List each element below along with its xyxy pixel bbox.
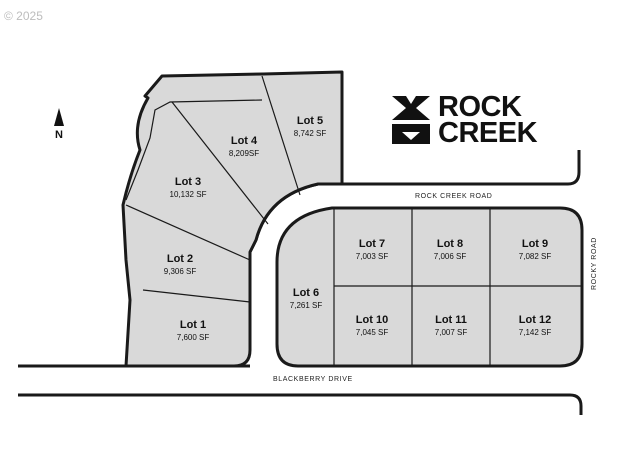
rock-creek-road-north-edge <box>342 150 581 186</box>
lot-name: Lot 4 <box>230 135 258 147</box>
north-arrow-icon <box>54 108 64 126</box>
logo-text-line-1: ROCK <box>438 91 522 123</box>
lot-lines-east <box>333 208 582 366</box>
lot-area: 10,132 SF <box>169 190 207 199</box>
logo-text-line-2: CREEK <box>438 117 538 149</box>
blackberry-drive-south-edge <box>18 393 583 415</box>
lot-area: 8,209SF <box>228 149 260 158</box>
lot-name: Lot 12 <box>518 314 552 326</box>
road-label-blackberry: BLACKBERRY DRIVE <box>273 376 353 383</box>
lot-7-label: Lot 7 7,003 SF <box>356 238 388 262</box>
lot-name: Lot 7 <box>358 238 386 250</box>
road-label-rocky: ROCKY ROAD <box>591 237 598 290</box>
lot-name: Lot 1 <box>179 319 207 331</box>
lot-area: 7,006 SF <box>433 252 467 261</box>
lot-name: Lot 10 <box>355 314 389 326</box>
lot-11-label: Lot 11 7,007 SF <box>435 314 467 338</box>
lot-1-label: Lot 1 7,600 SF <box>177 319 209 343</box>
north-label: N <box>55 129 63 141</box>
lot-area: 7,600 SF <box>176 333 210 342</box>
road-label-rock-creek: ROCK CREEK ROAD <box>415 193 493 200</box>
lot-name: Lot 2 <box>166 253 194 265</box>
lot-area: 9,306 SF <box>163 267 197 276</box>
rock-creek-logo: ROCK CREEK <box>390 91 538 149</box>
copyright-notice: © 2025 <box>4 9 43 23</box>
lot-name: Lot 3 <box>174 176 202 188</box>
lot-lines-west <box>125 75 301 303</box>
lot-6-label: Lot 6 7,261 SF <box>290 287 322 311</box>
east-block <box>275 206 584 368</box>
west-parcel-inner-edge <box>125 99 263 201</box>
lot-area: 7,003 SF <box>355 252 389 261</box>
lot-area: 7,082 SF <box>518 252 552 261</box>
lot-area: 7,261 SF <box>289 301 323 310</box>
lot-name: Lot 5 <box>296 115 324 127</box>
lot-area: 7,142 SF <box>518 328 552 337</box>
rock-creek-logo-mark-icon <box>392 96 430 144</box>
lot-name: Lot 8 <box>436 238 464 250</box>
lot-9-label: Lot 9 7,082 SF <box>519 238 551 262</box>
lot-2-label: Lot 2 9,306 SF <box>164 253 196 277</box>
lot-area: 8,742 SF <box>293 129 327 138</box>
lot-4-label: Lot 4 8,209SF <box>229 135 259 159</box>
lot-name: Lot 6 <box>292 287 320 299</box>
lot-name: Lot 9 <box>521 238 549 250</box>
lot-10-label: Lot 10 7,045 SF <box>356 314 388 338</box>
west-parcel <box>121 70 344 368</box>
lot-5-label: Lot 5 8,742 SF <box>294 115 326 139</box>
lot-name: Lot 11 <box>435 314 467 326</box>
lot-area: 7,045 SF <box>355 328 389 337</box>
lot-area: 7,007 SF <box>434 328 468 337</box>
north-indicator: N <box>47 108 71 141</box>
lot-12-label: Lot 12 7,142 SF <box>519 314 551 338</box>
lot-3-label: Lot 3 10,132 SF <box>170 176 207 200</box>
lot-8-label: Lot 8 7,006 SF <box>434 238 466 262</box>
